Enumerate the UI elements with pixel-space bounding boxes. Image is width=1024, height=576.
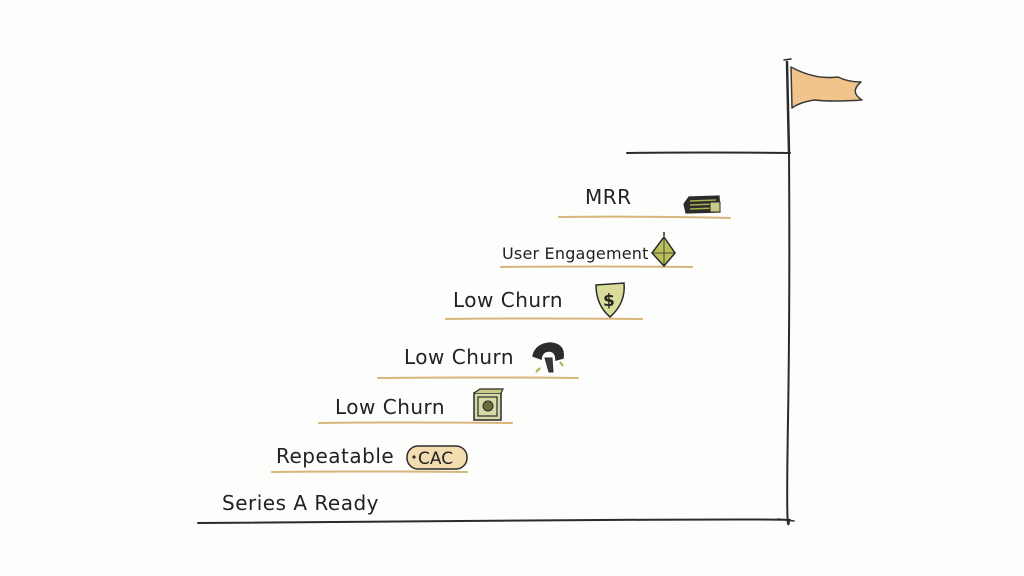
step-label-user-engagement: User Engagement — [502, 244, 649, 263]
step-underline-low-churn-2 — [377, 376, 579, 379]
magnet-icon — [532, 342, 564, 373]
step-underline-repeatable — [271, 470, 468, 473]
flag-icon — [783, 58, 863, 155]
step-label-low-churn-2: Low Churn — [404, 345, 514, 369]
cac-badge-label: CAC — [418, 449, 453, 469]
step-label-low-churn-1: Low Churn — [335, 395, 445, 419]
step-underline-mrr — [558, 215, 731, 219]
cac-badge: CAC — [406, 445, 468, 470]
dollar-shield-icon: $ — [595, 282, 625, 318]
step-label-series-a: Series A Ready — [222, 491, 379, 515]
step-underline-low-churn-1 — [318, 421, 513, 424]
axis-tick — [777, 518, 795, 522]
base-line — [197, 518, 791, 524]
step-underline-user-engagement — [500, 265, 693, 268]
right-axis-line — [786, 152, 791, 526]
top-ledge-line — [626, 151, 791, 154]
step-label-mrr: MRR — [585, 185, 632, 209]
step-underline-low-churn-3 — [445, 317, 643, 320]
cash-stack-icon — [683, 195, 721, 214]
flag-cloth — [790, 66, 863, 109]
svg-text:$: $ — [603, 291, 615, 311]
step-label-repeatable: Repeatable — [276, 444, 394, 468]
step-label-low-churn-3: Low Churn — [453, 288, 563, 312]
diamond-icon — [651, 232, 676, 268]
safe-icon — [473, 388, 504, 421]
